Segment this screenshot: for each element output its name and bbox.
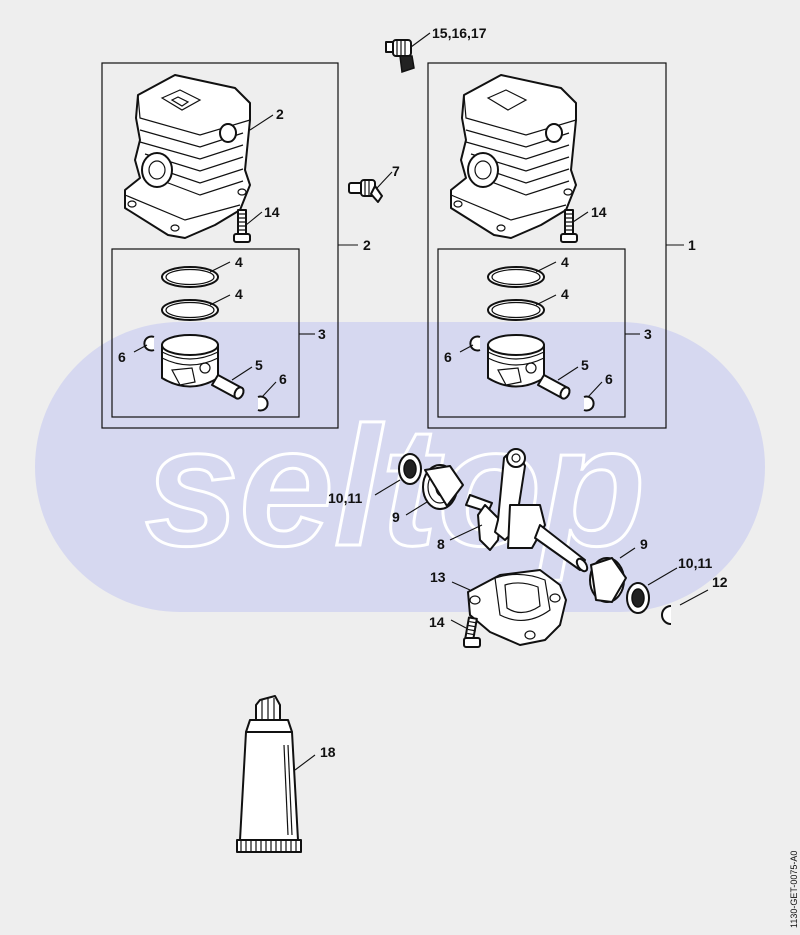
oil-seal-icon[interactable] [398, 453, 422, 485]
piston-ring-icon[interactable] [487, 266, 545, 288]
callout-14-left: 14 [264, 204, 280, 220]
callout-6-left-lower: 6 [279, 371, 287, 387]
cylinder-icon[interactable] [124, 74, 251, 239]
circlip-icon[interactable] [143, 335, 155, 352]
decompression-valve-icon[interactable] [385, 39, 415, 74]
piston-ring-icon[interactable] [161, 266, 219, 288]
callout-18: 18 [320, 744, 336, 760]
callout-10-11-left: 10,11 [328, 490, 362, 506]
cylinder-icon[interactable] [450, 74, 577, 239]
piston-pin-icon[interactable] [537, 374, 571, 400]
screw-icon[interactable] [463, 616, 481, 648]
callout-4-right-lower: 4 [561, 286, 569, 302]
piston-ring-icon[interactable] [161, 299, 219, 321]
callout-1-box: 1 [688, 237, 696, 253]
callout-4-right-upper: 4 [561, 254, 569, 270]
piston-pin-icon[interactable] [211, 374, 245, 400]
callout-14-right: 14 [591, 204, 607, 220]
callout-9-right: 9 [640, 536, 648, 552]
piston-icon[interactable] [487, 334, 545, 388]
circlip-icon[interactable] [469, 335, 481, 352]
piston-kit-box-left [111, 248, 300, 418]
crankcase-icon[interactable] [467, 569, 567, 646]
callout-4-left-lower: 4 [235, 286, 243, 302]
circlip-icon[interactable] [583, 395, 595, 412]
callout-5-left: 5 [255, 357, 263, 373]
circlip-icon[interactable] [661, 605, 672, 625]
callout-9-left: 9 [392, 509, 400, 525]
drawing-reference-code: 1130-GET-0075-A0 [789, 851, 799, 928]
callout-2-box: 2 [363, 237, 371, 253]
callout-10-11-right: 10,11 [678, 555, 712, 571]
callout-14-bottom: 14 [429, 614, 445, 630]
leader-lines [133, 32, 709, 771]
callout-3-left: 3 [318, 326, 326, 342]
callout-6-right-lower: 6 [605, 371, 613, 387]
callout-13: 13 [430, 569, 446, 585]
callout-6-left-upper: 6 [118, 349, 126, 365]
screw-icon[interactable] [233, 209, 251, 243]
grease-tube-icon[interactable] [236, 695, 302, 853]
callout-3-right: 3 [644, 326, 652, 342]
callout-5-right: 5 [581, 357, 589, 373]
piston-icon[interactable] [161, 334, 219, 388]
piston-kit-box-right [437, 248, 626, 418]
oil-seal-icon[interactable] [626, 582, 650, 614]
callout-6-right-upper: 6 [444, 349, 452, 365]
ball-bearing-icon[interactable] [422, 464, 464, 510]
callout-15-16-17: 15,16,17 [432, 25, 487, 41]
callout-12: 12 [712, 574, 728, 590]
fitting-icon[interactable] [348, 179, 383, 203]
piston-ring-icon[interactable] [487, 299, 545, 321]
circlip-icon[interactable] [257, 395, 269, 412]
callout-2-cylinder: 2 [276, 106, 284, 122]
screw-icon[interactable] [560, 209, 578, 243]
crankshaft-icon[interactable] [465, 448, 589, 573]
ball-bearing-icon[interactable] [589, 557, 627, 603]
callout-7: 7 [392, 163, 400, 179]
callout-8: 8 [437, 536, 445, 552]
callout-4-left-upper: 4 [235, 254, 243, 270]
